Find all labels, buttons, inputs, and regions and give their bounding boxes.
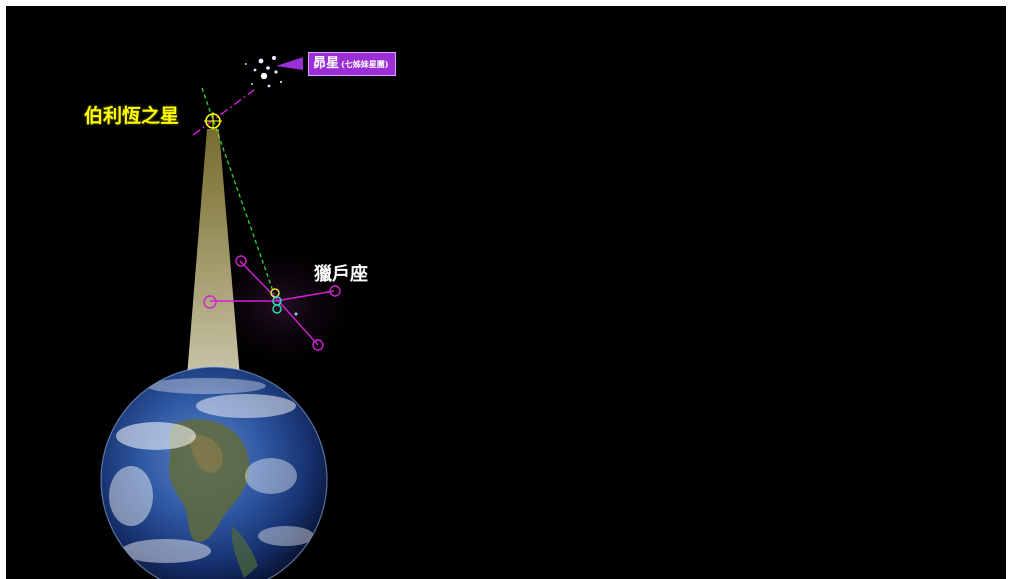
orion-nebula-glow <box>196 236 366 376</box>
orion-star-marker <box>203 295 217 309</box>
belt-pointer-line <box>201 87 275 295</box>
pleiades-star <box>279 80 283 84</box>
pleiades-star <box>272 56 276 60</box>
pleiades-cluster <box>245 56 283 88</box>
pleiades-note: (七姊妹星團) <box>341 59 389 69</box>
pleiades-star <box>260 72 268 80</box>
pleiades-label: 昴星 <box>313 56 340 71</box>
belt-star-marker <box>272 304 282 314</box>
earth-globe-icon <box>100 366 328 579</box>
pleiades-star <box>245 63 247 65</box>
pleiades-direction-line <box>192 89 255 136</box>
orion-line <box>273 295 319 346</box>
orion-line <box>275 290 335 302</box>
orion-nebula-star <box>294 312 298 316</box>
starlight-beam <box>186 129 241 389</box>
orion-constellation <box>203 255 341 351</box>
sky-scene: 伯利恆之星 獵戶座 昴星 (七姊妹星團) <box>6 6 1006 579</box>
pleiades-star <box>274 70 278 74</box>
diagram-canvas <box>100 56 366 579</box>
orion-star-marker <box>329 285 341 297</box>
pleiades-star <box>267 84 271 88</box>
orion-label: 獵戶座 <box>314 264 368 285</box>
pleiades-star <box>266 66 270 70</box>
star-of-bethlehem-label: 伯利恆之星 <box>84 105 180 127</box>
pleiades-star <box>253 68 257 72</box>
orion-star-marker <box>312 339 324 351</box>
pleiades-tag-pointer <box>276 57 303 70</box>
target-circle-icon <box>204 112 222 130</box>
pleiades-star <box>251 83 253 85</box>
pleiades-star <box>258 58 264 64</box>
pleiades-tag: 昴星 (七姊妹星團) <box>308 52 396 76</box>
orion-line <box>239 260 275 297</box>
orion-star-marker <box>235 255 247 267</box>
